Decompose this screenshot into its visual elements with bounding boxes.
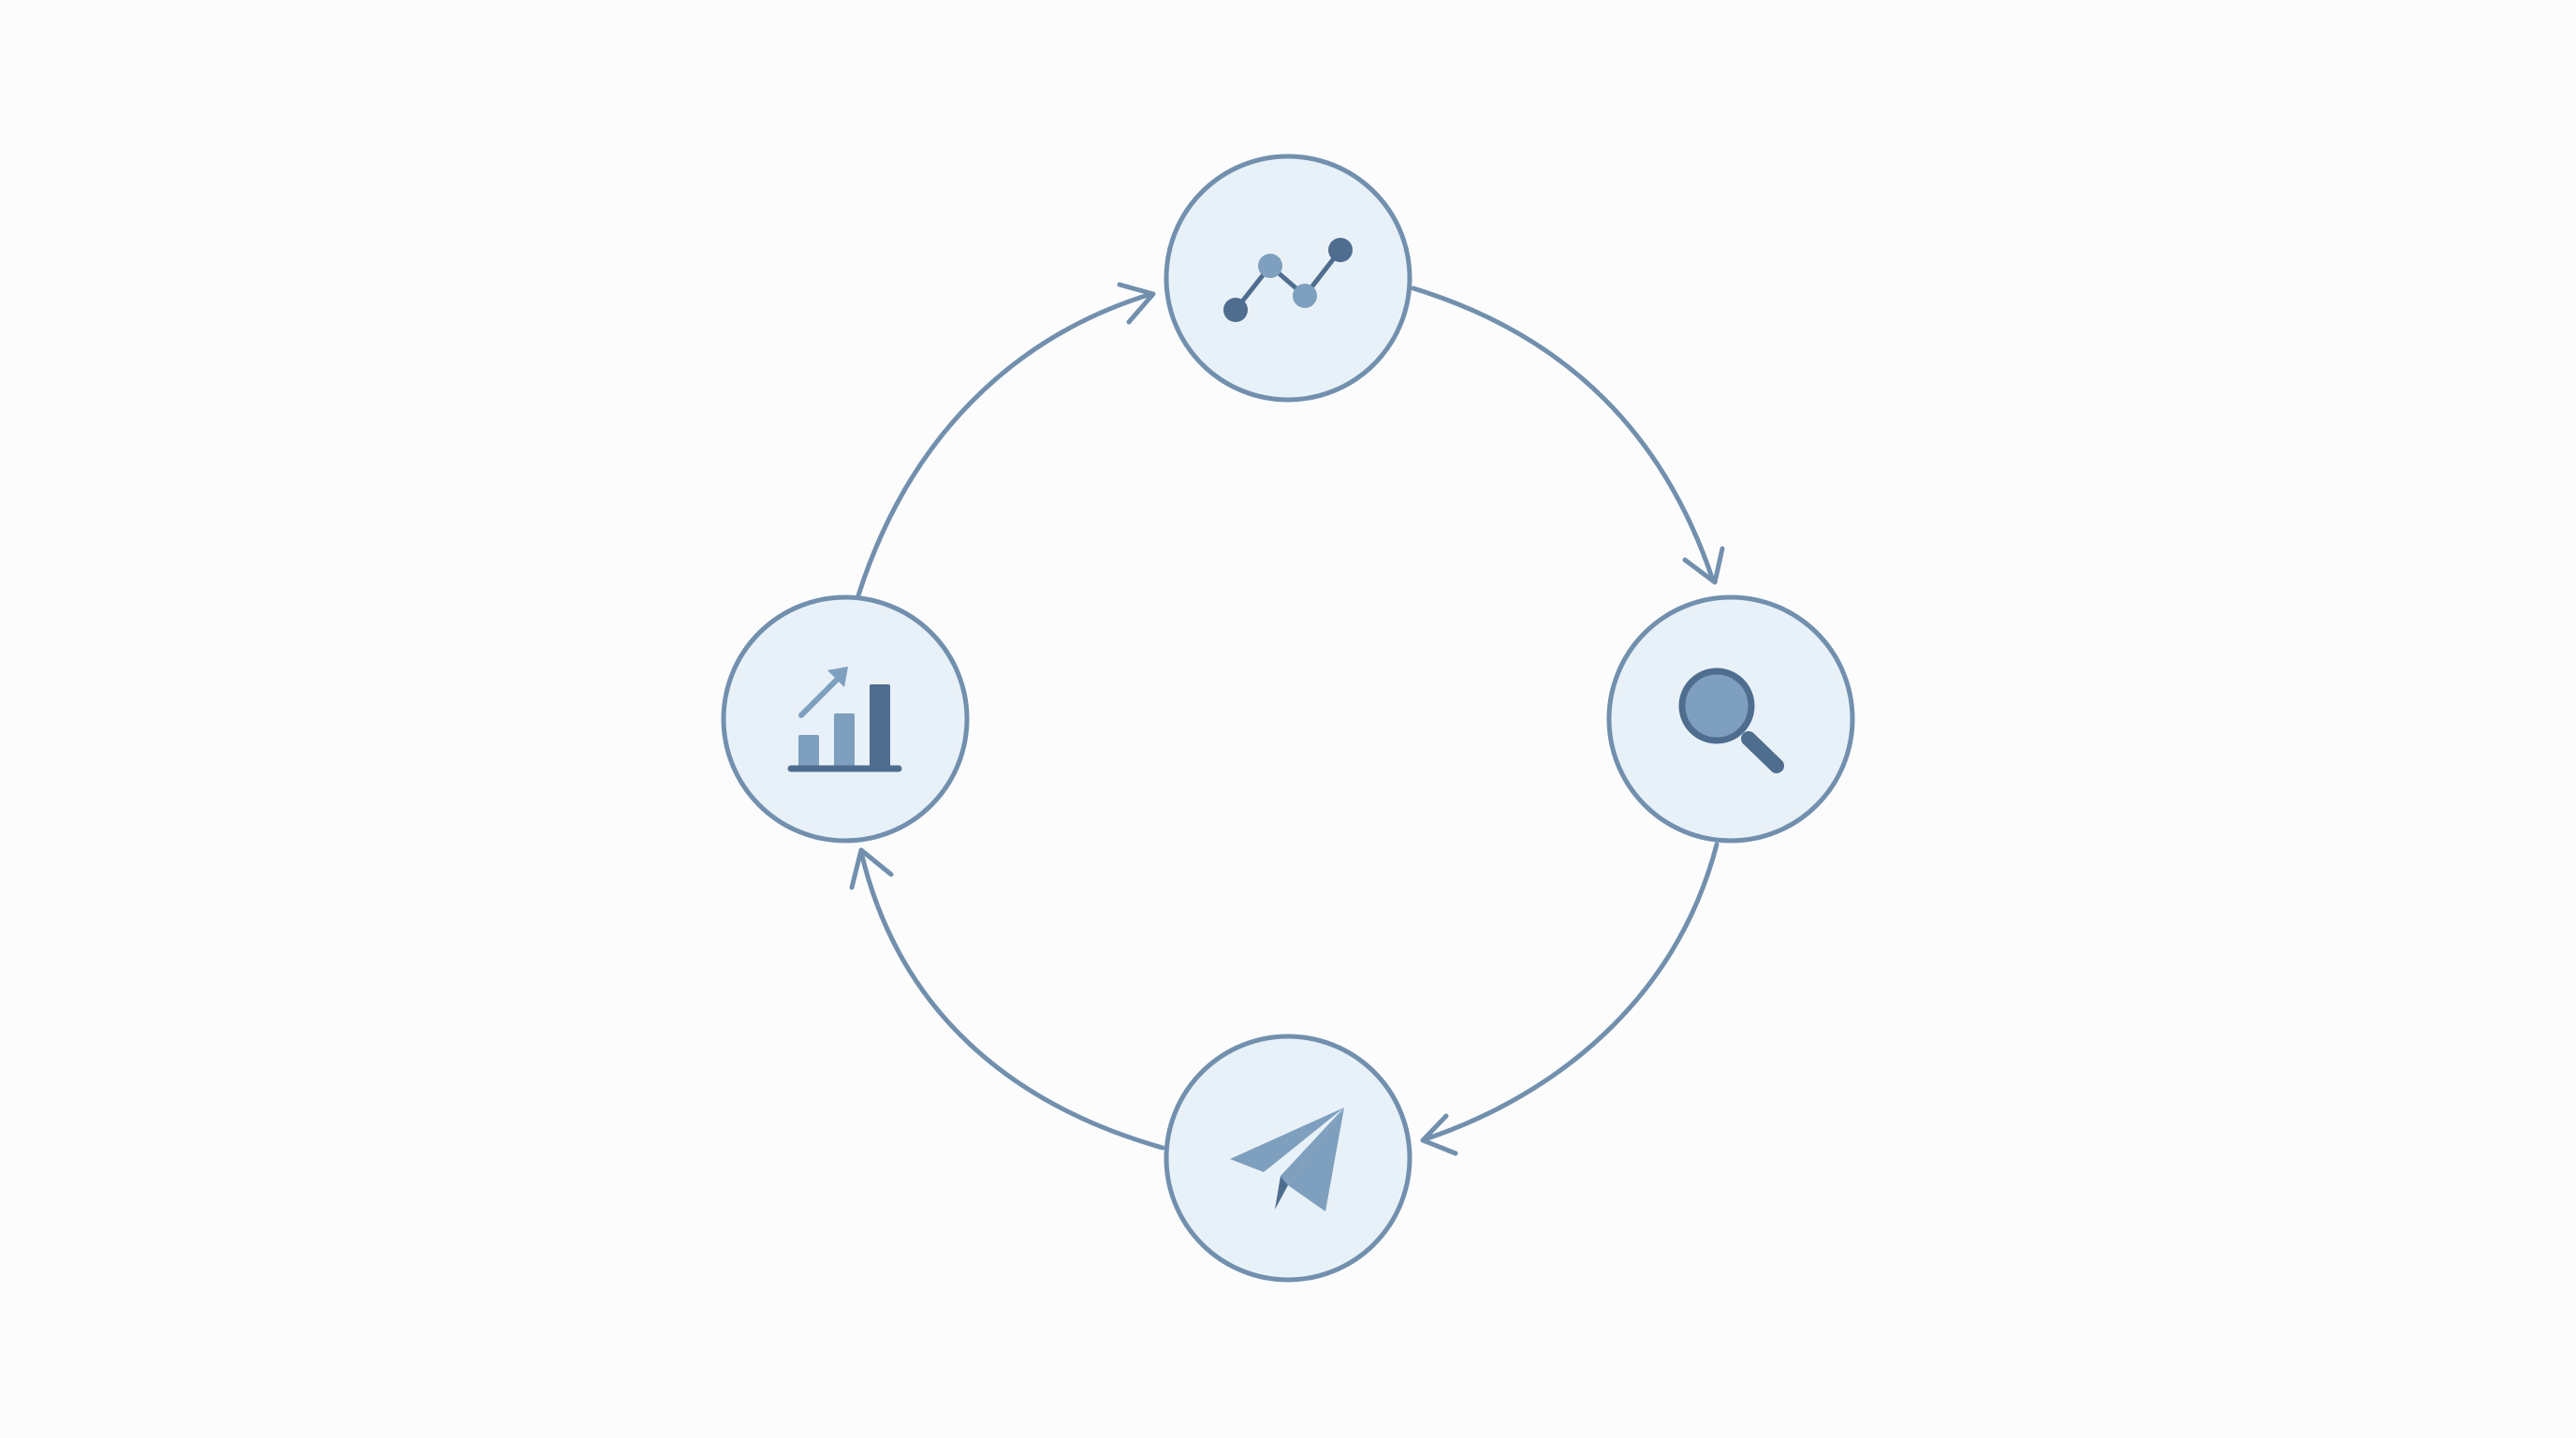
node-right	[1606, 594, 1855, 844]
node-bottom-circle	[1164, 1034, 1412, 1283]
node-left	[721, 594, 970, 844]
growth-bar-chart-icon	[787, 667, 902, 772]
node-bottom	[1164, 1034, 1412, 1283]
line-chart-icon	[1223, 238, 1353, 322]
arrowhead-left	[849, 847, 894, 890]
connector-bottom-to-left	[858, 849, 1165, 1151]
arrowheads	[849, 282, 1725, 1156]
arrowhead-top	[1117, 282, 1156, 325]
connectors	[856, 286, 1720, 1151]
node-top	[1164, 154, 1412, 403]
paper-plane-icon	[1230, 1108, 1344, 1211]
connector-right-to-bottom	[1425, 842, 1720, 1141]
arrowhead-right	[1682, 546, 1725, 585]
arrowhead-bottom	[1420, 1113, 1458, 1156]
connector-top-to-right	[1411, 286, 1716, 583]
node-top-circle	[1164, 154, 1412, 403]
magnifier-icon	[1678, 668, 1784, 773]
connector-left-to-top	[856, 291, 1154, 598]
